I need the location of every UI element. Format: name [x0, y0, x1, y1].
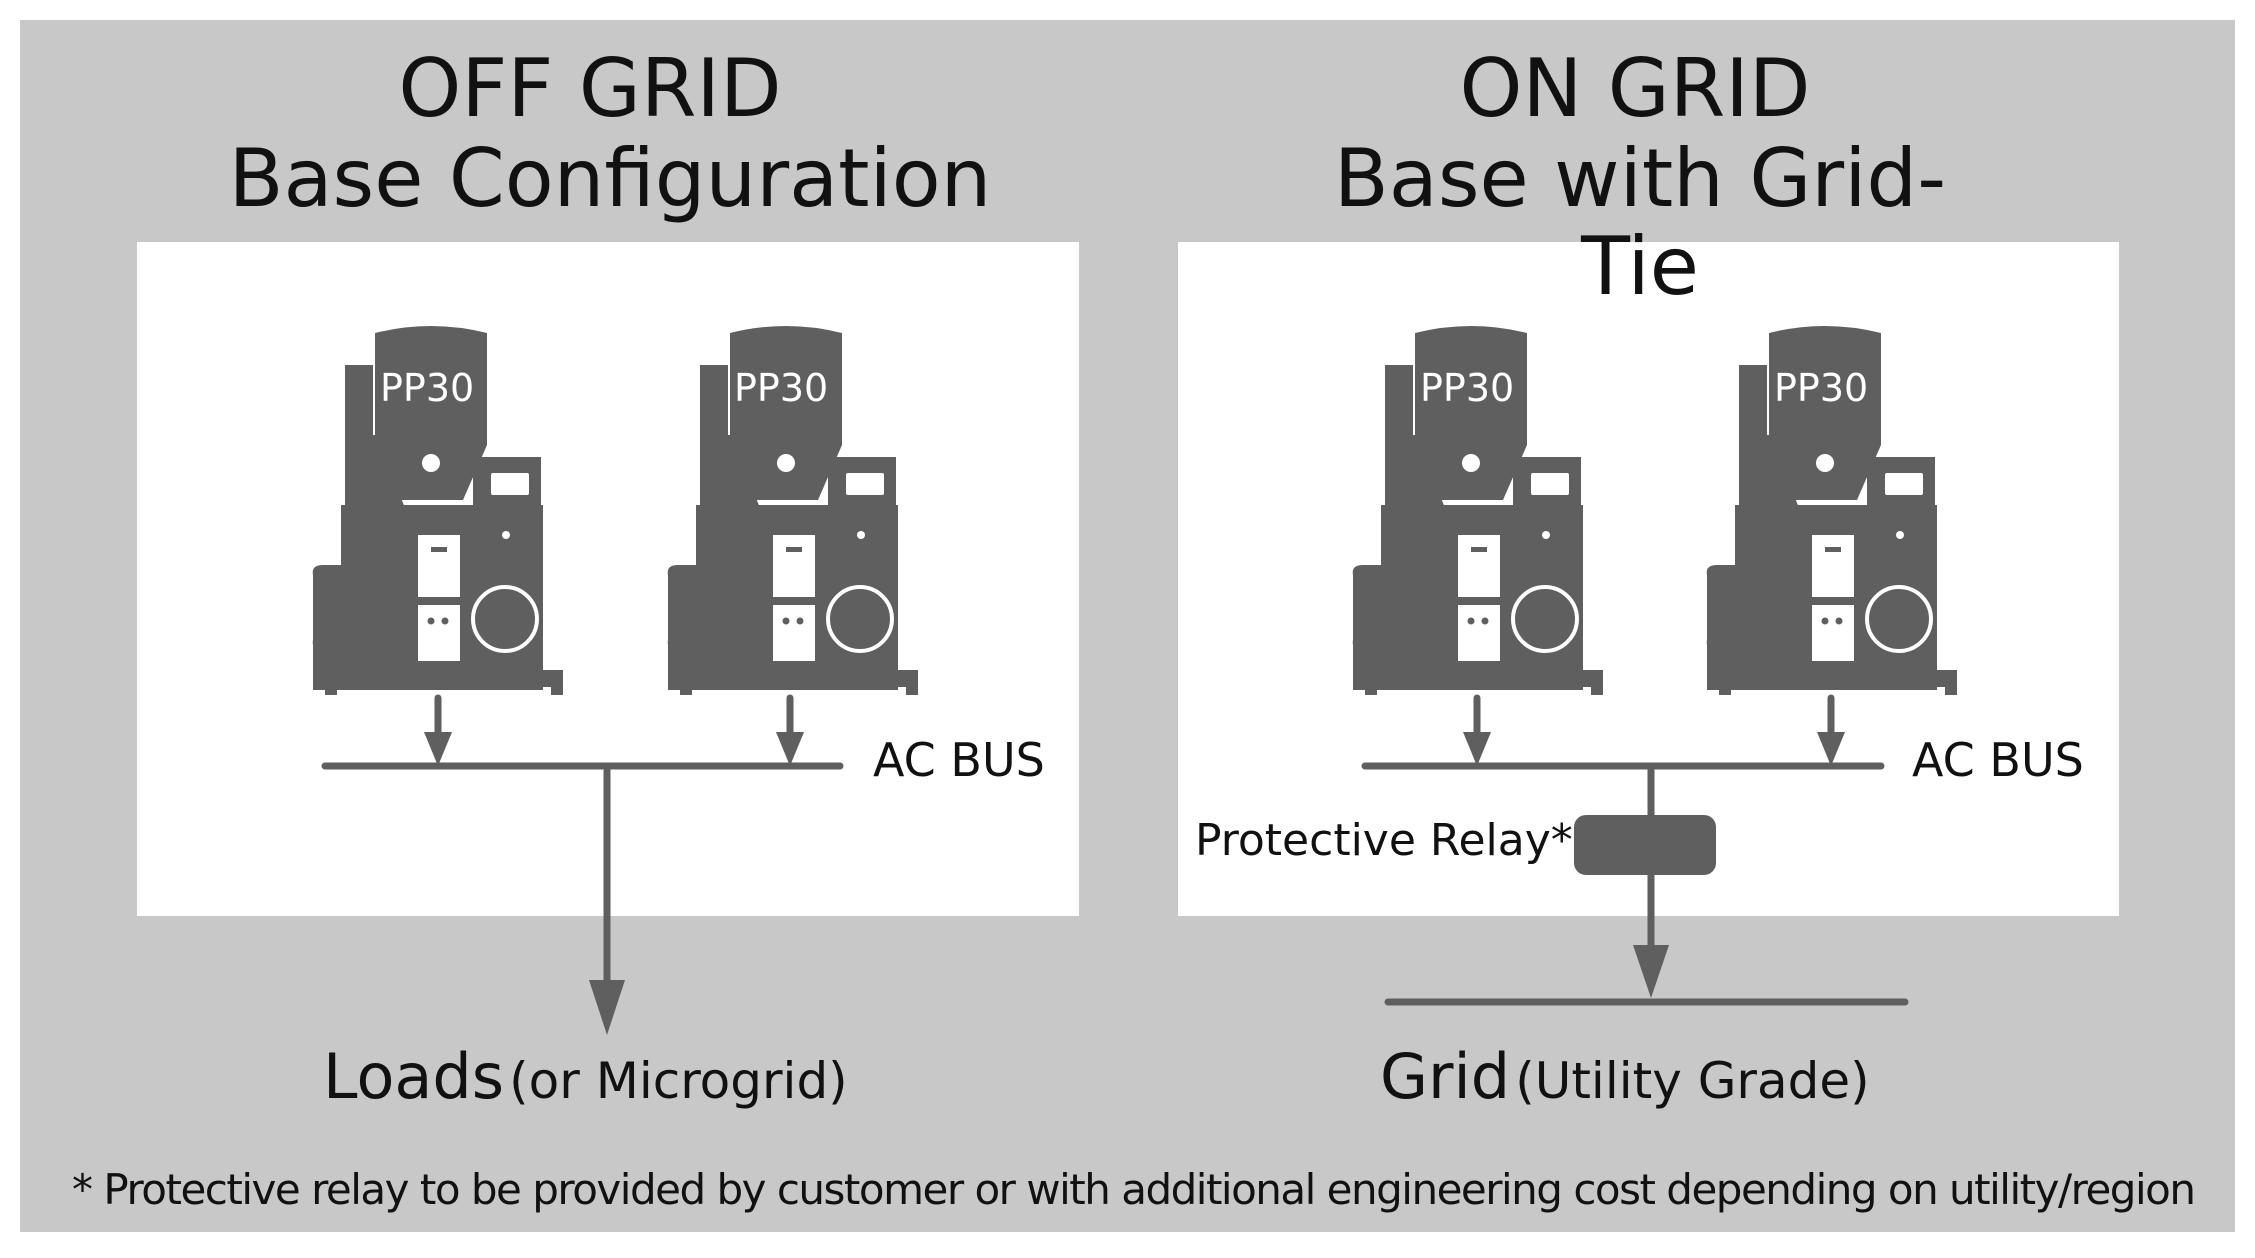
- generator-icon: [667, 326, 918, 695]
- off-grid-subtitle: Base Configuration: [228, 132, 992, 225]
- off-grid-output: Loads (or Microgrid): [323, 1040, 848, 1113]
- grid-note: (Utility Grade): [1515, 1052, 1870, 1110]
- footnote: * Protective relay to be provided by cus…: [72, 1165, 2196, 1214]
- generator-icon: [1706, 326, 1957, 695]
- protective-relay-box: [1574, 815, 1716, 875]
- generator-label: PP30: [380, 366, 475, 410]
- generator-label: PP30: [1420, 366, 1515, 410]
- generator-icon: [1352, 326, 1603, 695]
- off-grid-title: OFF GRID: [398, 42, 782, 135]
- generator-label: PP30: [1774, 366, 1869, 410]
- loads-label: Loads: [323, 1040, 505, 1113]
- on-grid-title: ON GRID: [1459, 42, 1811, 135]
- on-grid-output: Grid (Utility Grade): [1380, 1040, 1870, 1113]
- protective-relay-label: Protective Relay*: [1195, 815, 1573, 866]
- off-grid-bus-label: AC BUS: [873, 733, 1045, 787]
- generator-label: PP30: [734, 366, 829, 410]
- on-grid-subtitle: Base with Grid-Tie: [1333, 132, 1947, 313]
- grid-label: Grid: [1380, 1040, 1511, 1113]
- generator-icon: [312, 326, 563, 695]
- loads-note: (or Microgrid): [509, 1052, 848, 1110]
- on-grid-bus-label: AC BUS: [1912, 733, 2084, 787]
